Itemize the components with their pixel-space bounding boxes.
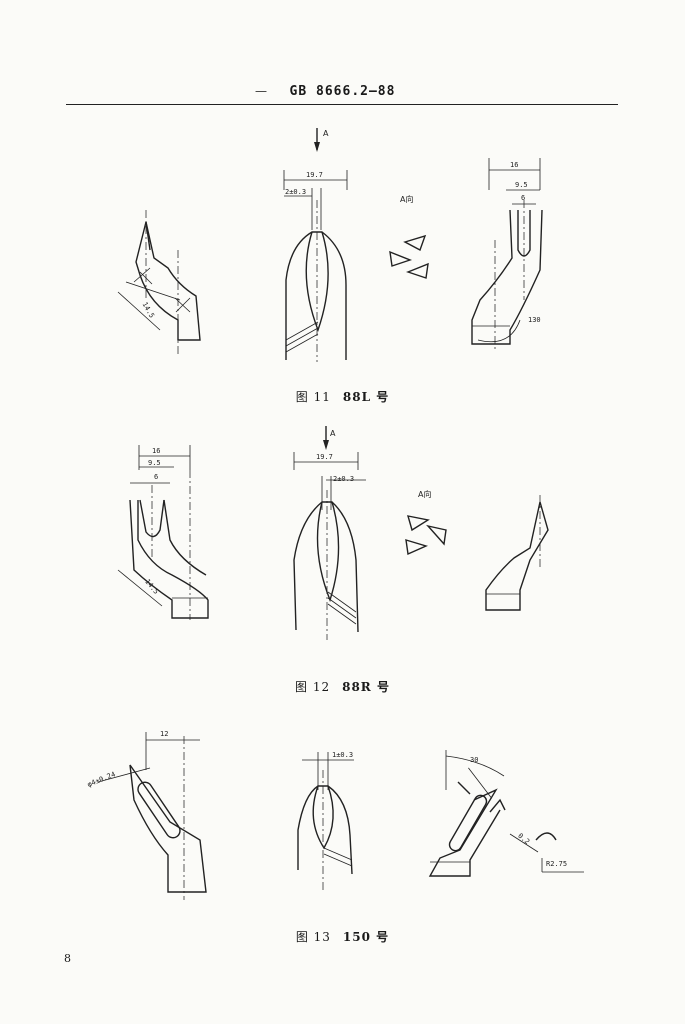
fig12-front-view: A 19.7 2±0.3: [293, 426, 366, 640]
fig12-dim-16: 16: [152, 447, 160, 455]
figure-13-model: 150 号: [342, 930, 390, 944]
figure-12-number: 图 12: [295, 680, 331, 694]
figure-11-caption: 图 11 88L 号: [0, 388, 685, 405]
fig12-dim-2-0-3: 2±0.3: [333, 475, 354, 483]
figure-13-caption: 图 13 150 号: [0, 928, 685, 945]
fig11-top-view: 16 9.5 6 130: [471, 158, 543, 350]
figure-13-number: 图 13: [295, 930, 331, 944]
header-rule: [66, 104, 618, 105]
fig11-dim-14-5: 14.5: [140, 301, 155, 320]
figure-11: 14.5 A 19.7 2±0.3: [117, 128, 543, 362]
page-number: 8: [64, 952, 71, 965]
fig11-side-view: 14.5: [117, 210, 201, 355]
fig12-dim-19-7: 19.7: [316, 453, 333, 461]
fig11-dim-19-7: 19.7: [306, 171, 323, 179]
fig12-dim-6: 6: [154, 473, 158, 481]
fig11-dim-9-5: 9.5: [515, 181, 528, 189]
fig13-angle-view: 30 0.2 R2.75: [428, 750, 584, 877]
figure-13: 12 φ4±0.24 1±0.3: [86, 730, 584, 900]
fig11-dim-2-0-3: 2±0.3: [285, 188, 306, 196]
fig12-top-view: 16 9.5 6 14.5: [117, 445, 209, 620]
fig11-dim-6: 6: [521, 194, 525, 202]
fig12-side-view: [485, 495, 549, 611]
fig12-view-arrow-label: A: [330, 429, 336, 438]
fig13-dim-30: 30: [470, 756, 478, 764]
fig12-view-label: A向: [418, 489, 431, 499]
fig13-side-view: 12 φ4±0.24: [86, 730, 207, 900]
fig11-front-view: A 19.7 2±0.3: [283, 128, 348, 362]
fig11-view-a: A向: [389, 194, 429, 279]
fig12-dim-9-5: 9.5: [148, 459, 161, 467]
header-dash: —: [255, 84, 267, 98]
fig13-front-view: 1±0.3: [297, 751, 354, 890]
figure-11-number: 图 11: [295, 390, 331, 404]
fig13-dim-r2-75: R2.75: [546, 860, 567, 868]
fig13-dim-12: 12: [160, 730, 168, 738]
fig11-dim-16: 16: [510, 161, 518, 169]
standard-number-header: GB 8666.2—88: [289, 84, 396, 99]
fig13-dim-0-2: 0.2: [516, 832, 531, 846]
figure-12-caption: 图 12 88R 号: [0, 678, 685, 695]
figure-12-model: 88R 号: [342, 680, 390, 694]
fig13-dim-phi4: φ4±0.24: [86, 770, 116, 788]
fig13-dim-1-0-3: 1±0.3: [332, 751, 353, 759]
figure-12: 16 9.5 6 14.5 A: [117, 426, 549, 640]
fig11-view-label: A向: [400, 194, 413, 204]
fig11-view-arrow-label: A: [323, 129, 329, 138]
fig11-dim-130: 130: [528, 316, 541, 324]
figure-11-model: 88L 号: [342, 390, 390, 404]
fig12-view-a: A向: [405, 489, 447, 556]
